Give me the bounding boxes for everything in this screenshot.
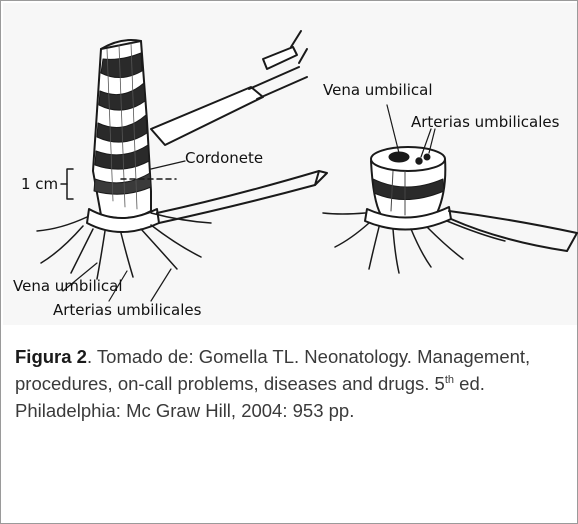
label-one-cm: 1 cm (21, 177, 58, 192)
caption-text-part1: . Tomado de: Gomella TL. Neonatology. Ma… (15, 346, 530, 394)
caption-superscript: th (445, 374, 454, 386)
label-arterias-umbilicales-right: Arterias umbilicales (411, 115, 559, 130)
label-vena-umbilical-left: Vena umbilical (13, 279, 123, 294)
left-cord-drawing (37, 31, 327, 301)
label-arterias-umbilicales-left: Arterias umbilicales (53, 303, 201, 318)
label-vena-umbilical-right: Vena umbilical (323, 83, 433, 98)
label-cordonete: Cordonete (185, 151, 263, 166)
figure-caption: Figura 2. Tomado de: Gomella TL. Neonato… (15, 343, 565, 424)
figure-number: Figura 2 (15, 346, 87, 367)
